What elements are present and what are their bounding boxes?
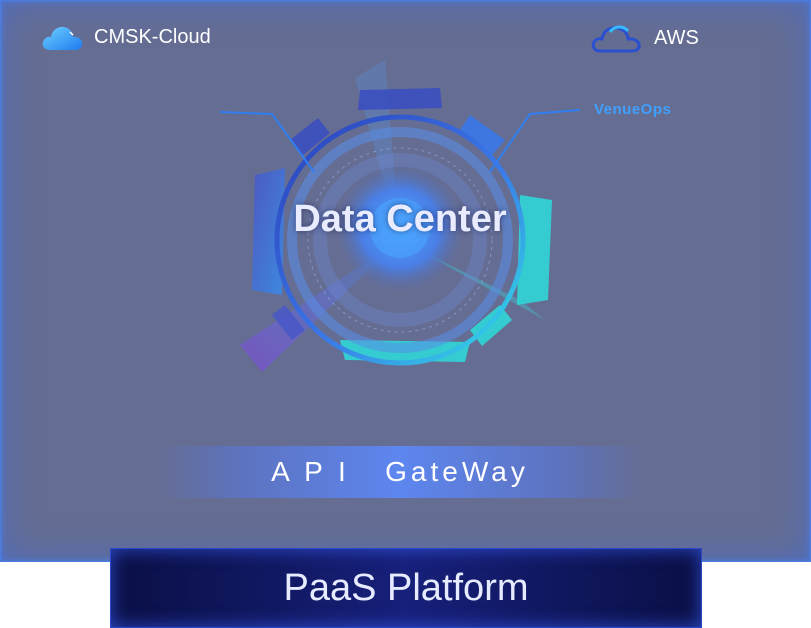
outer-ring: [274, 114, 526, 366]
inner-ring: [313, 153, 487, 327]
cmsk-cloud-label: CMSK-Cloud: [40, 22, 211, 52]
callout-line-right: [489, 109, 581, 173]
data-center-title: Data Center: [293, 198, 507, 240]
venueops-callout-label: VenueOps: [594, 101, 672, 118]
data-center-hub-graphic: [219, 60, 581, 372]
core-center: [370, 198, 430, 258]
api-gateway-bar: A P I GateWay: [155, 446, 645, 498]
dashed-ring: [307, 147, 493, 333]
paas-platform-bar: PaaS Platform: [110, 548, 702, 628]
paas-platform-label: PaaS Platform: [283, 566, 529, 609]
aws-cloud-text: AWS: [654, 26, 699, 49]
api-gateway-label: A P I GateWay: [271, 456, 529, 487]
cmsk-cloud-text: CMSK-Cloud: [94, 25, 211, 48]
aws-cloud-label: AWS: [590, 22, 699, 54]
cloud-outline-icon: [591, 25, 641, 53]
middle-ring: [287, 127, 513, 353]
cloud-filled-icon: [42, 26, 83, 50]
callout-line-left: [219, 111, 315, 173]
